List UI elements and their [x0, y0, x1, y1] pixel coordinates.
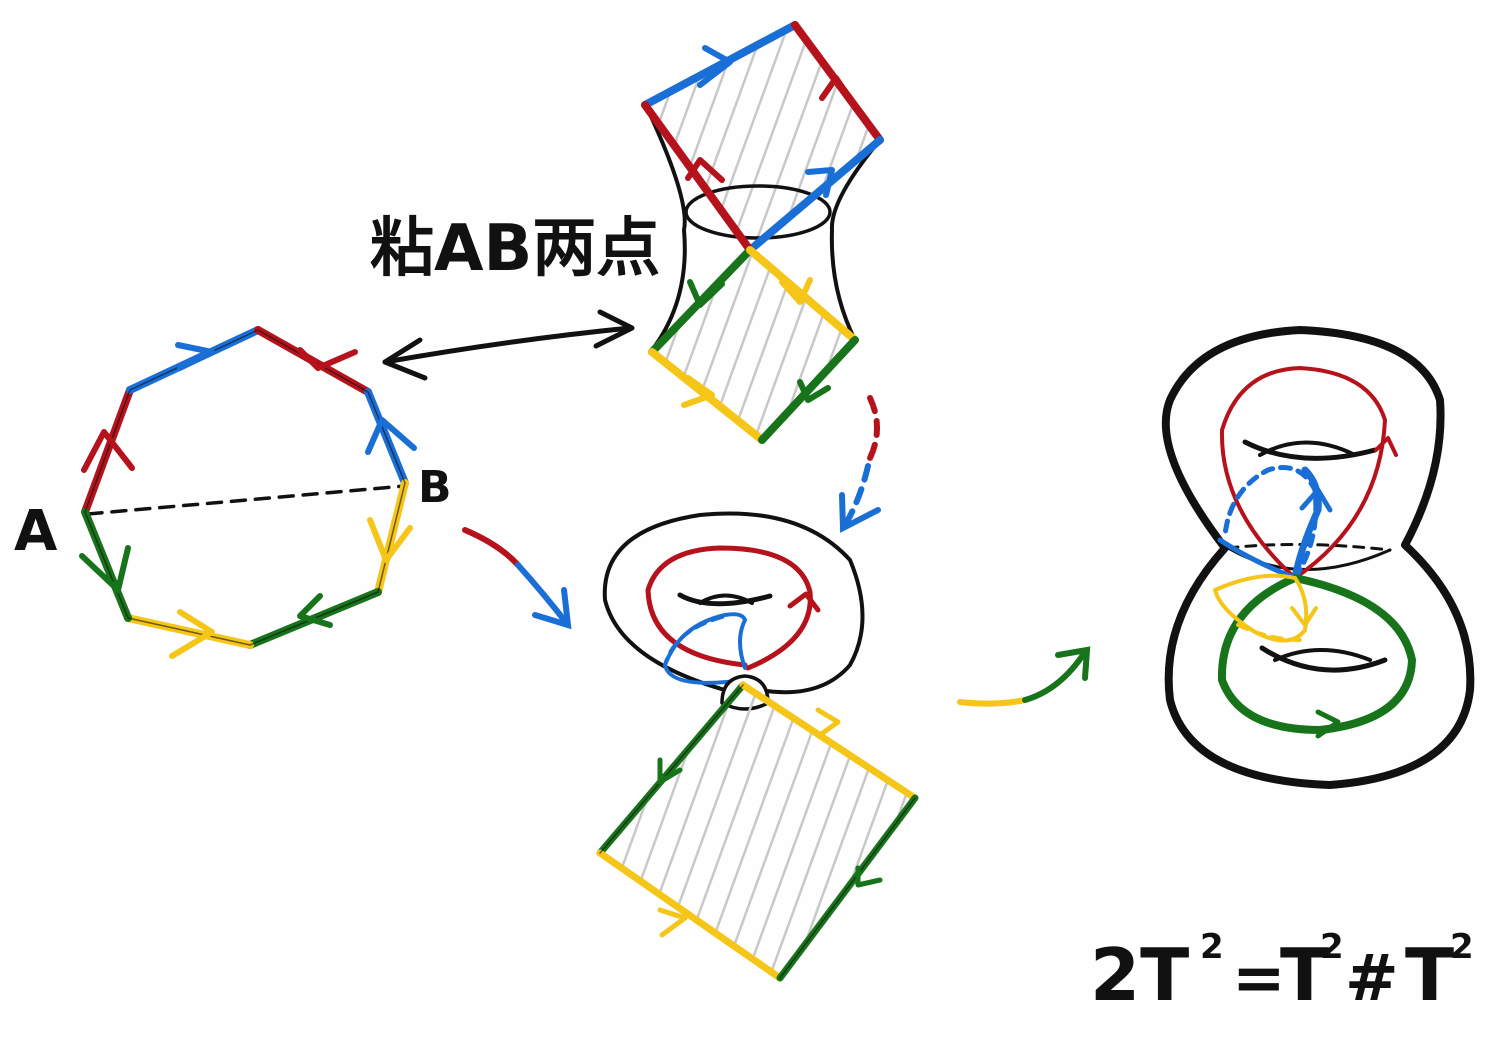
formula-connected-sum: # — [1345, 942, 1399, 1016]
arrow-red-top — [297, 347, 358, 371]
pinched-square-surface — [641, 21, 884, 444]
formula-torus-1: T — [1280, 933, 1329, 1017]
formula-torus-2: T — [1405, 933, 1454, 1017]
formula: 2T 2 = T 2 # T 2 — [1090, 927, 1474, 1017]
curved-arrow-icon — [957, 646, 1091, 707]
label-point-a: A — [14, 499, 58, 564]
formula-exponent: 2 — [1320, 927, 1344, 967]
octagon-polygon — [79, 326, 417, 659]
dashed-down-arrow-icon — [839, 395, 881, 533]
double-torus-outline — [1161, 326, 1475, 789]
pinch-outline-right — [829, 138, 882, 342]
double-torus — [1161, 326, 1475, 789]
label-point-b: B — [418, 462, 452, 513]
arrow-blue-right — [365, 417, 417, 455]
double-headed-arrow-icon — [382, 309, 635, 381]
arrow-yellow-bottom — [169, 609, 215, 659]
glue-caption: 粘AB两点 — [370, 212, 660, 286]
arrow-blue-left — [175, 342, 215, 371]
octagon-outline — [84, 329, 406, 646]
dashed-diagonal — [86, 484, 407, 516]
formula-exponent: 2 — [1450, 927, 1474, 967]
torus-with-square — [596, 511, 919, 982]
curved-arrow-icon — [462, 527, 572, 630]
pinch-outline-left — [646, 108, 687, 352]
formula-exponent: 2 — [1200, 927, 1224, 967]
formula-equals: = — [1232, 942, 1286, 1016]
arrow-green-bottom-right — [297, 593, 333, 628]
arrow-yellow-right — [367, 517, 413, 563]
torus-outline — [602, 511, 865, 695]
arrow-green-left — [79, 545, 131, 593]
formula-main: 2T — [1090, 933, 1189, 1017]
arrow-red-left — [81, 429, 135, 473]
